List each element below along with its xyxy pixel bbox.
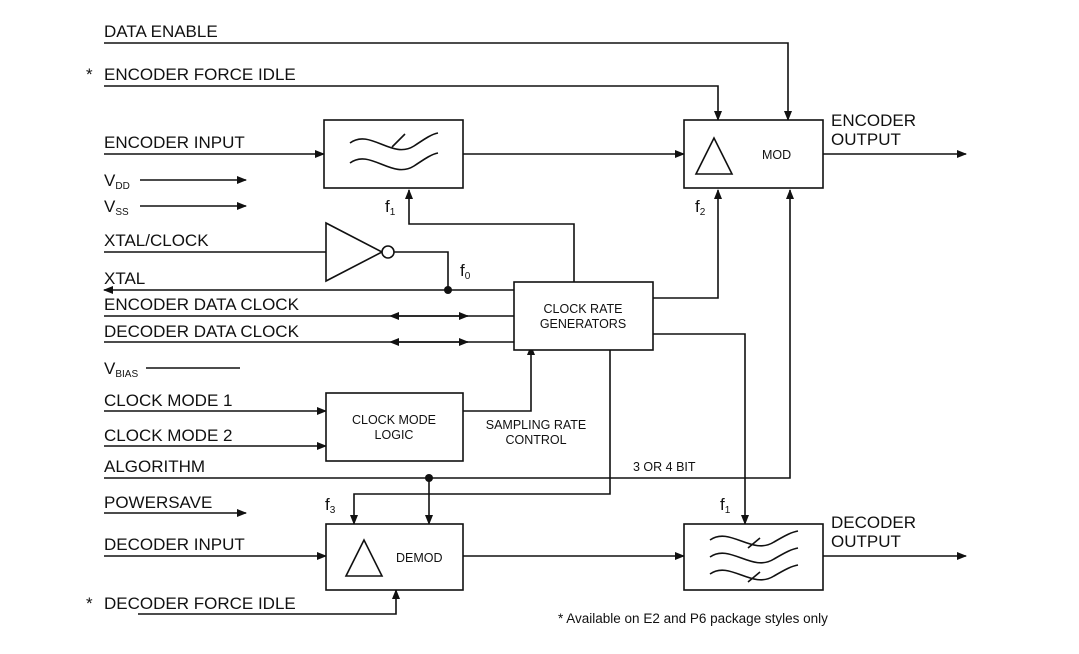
decoder-output-label-2: OUTPUT xyxy=(831,532,901,551)
clock-mode-logic-label-2: LOGIC xyxy=(375,428,414,442)
f1-encoder-label: f1 xyxy=(385,197,396,218)
powersave-label: POWERSAVE xyxy=(104,493,212,512)
decoder-data-clock-label: DECODER DATA CLOCK xyxy=(104,322,300,341)
asterisk-decoder: * xyxy=(86,594,93,613)
xtal-label: XTAL xyxy=(104,269,145,288)
algorithm-junction xyxy=(425,474,433,482)
bits-label: 3 OR 4 BIT xyxy=(633,460,696,474)
encoder-output-label-2: OUTPUT xyxy=(831,130,901,149)
decoder-output-label-1: DECODER xyxy=(831,513,916,532)
f1-encoder-wire xyxy=(405,189,575,282)
encoder-output-label-1: ENCODER xyxy=(831,111,916,130)
amplifier-icon xyxy=(694,136,734,175)
clock-mode-2-label: CLOCK MODE 2 xyxy=(104,426,232,445)
clock-mode-logic-label-1: CLOCK MODE xyxy=(352,413,436,427)
amplifier-icon xyxy=(344,538,384,577)
f3-label: f3 xyxy=(325,495,336,516)
f1-decoder-wire xyxy=(653,333,749,525)
inverter-symbol xyxy=(325,221,395,283)
data-enable-wire xyxy=(104,42,792,121)
encoder-force-idle-wire xyxy=(104,85,722,121)
asterisk-encoder: * xyxy=(86,65,93,84)
vbias-label: VBIAS xyxy=(104,359,138,380)
encoder-force-idle-label: ENCODER FORCE IDLE xyxy=(104,65,296,84)
f2-wire xyxy=(653,189,722,299)
xtal-clock-label: XTAL/CLOCK xyxy=(104,231,209,250)
algorithm-label: ALGORITHM xyxy=(104,457,205,476)
algorithm-wire xyxy=(104,189,794,479)
encoder-input-label: ENCODER INPUT xyxy=(104,133,245,152)
encoder-filter-block xyxy=(323,119,464,189)
data-enable-label: DATA ENABLE xyxy=(104,22,218,41)
sampling-rate-label-1: SAMPLING RATE xyxy=(486,418,586,432)
f2-label: f2 xyxy=(695,197,706,218)
demod-label: DEMOD xyxy=(396,551,443,565)
decoder-input-label: DECODER INPUT xyxy=(104,535,245,554)
clock-rate-generators-block xyxy=(513,281,654,351)
sampling-rate-wire xyxy=(463,345,535,412)
sampling-rate-label-2: CONTROL xyxy=(505,433,566,447)
inverter-output-wire xyxy=(394,251,449,290)
clock-rate-label-2: GENERATORS xyxy=(540,317,626,331)
f0-label: f0 xyxy=(460,261,471,282)
clock-mode-1-label: CLOCK MODE 1 xyxy=(104,391,232,410)
f0-junction xyxy=(444,286,452,294)
f1-decoder-label: f1 xyxy=(720,495,731,516)
clock-rate-label-1: CLOCK RATE xyxy=(544,302,623,316)
footnote: * Available on E2 and P6 package styles … xyxy=(558,611,828,626)
clock-mode-logic-block xyxy=(325,392,464,462)
demod-block xyxy=(325,523,464,591)
vss-label: VSS xyxy=(104,197,129,218)
decoder-filter-block xyxy=(683,523,824,591)
decoder-force-idle-label: DECODER FORCE IDLE xyxy=(104,594,296,613)
f3-wire xyxy=(350,350,611,525)
encoder-data-clock-label: ENCODER DATA CLOCK xyxy=(104,295,300,314)
decoder-force-idle-wire xyxy=(138,589,400,615)
vdd-label: VDD xyxy=(104,171,130,192)
mod-label: MOD xyxy=(762,148,791,162)
mod-block xyxy=(683,119,824,189)
